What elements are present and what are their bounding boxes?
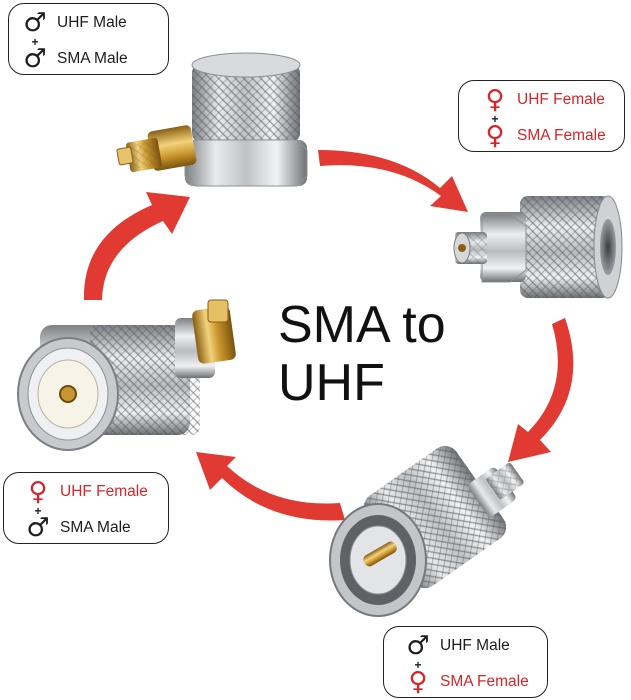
callout-uhf-male-sma-male: ♂ UHF Male + ♂ SMA Male [8,3,169,75]
callout-label: SMA Female [440,673,529,690]
callout-label: UHF Male [440,637,510,654]
callout-uhf-female-sma-male: ♀ UHF Female + ♂ SMA Male [3,472,169,544]
uhf-male-sma-male-adapter [116,52,308,187]
callout-row-1: ♀ UHF Female [481,85,605,115]
female-symbol-icon: ♀ [485,121,505,151]
curved-arrow-icon [508,318,574,462]
plus-sign: + [414,658,422,672]
curved-arrow-icon [196,452,345,521]
plus-sign: + [31,35,39,49]
page-title: SMA to UHF [278,296,446,412]
uhf-female-sma-female-adapter [453,195,623,299]
callout-uhf-female-sma-female: ♀ UHF Female + ♀ SMA Female [458,80,625,152]
callout-uhf-male-sma-female: ♂ UHF Male + ♀ SMA Female [383,626,548,698]
callout-row-2: ♂ SMA Male [24,513,131,543]
female-symbol-icon: ♀ [485,85,505,115]
callout-row-2: ♂ SMA Male [21,44,128,74]
callout-row-2: ♀ SMA Female [481,121,606,151]
plus-sign: + [34,504,42,518]
uhf-male-sma-female-adapter [329,445,525,617]
callout-label: UHF Female [517,91,605,108]
callout-label: SMA Male [60,519,131,536]
plus-sign: + [491,112,499,126]
callout-label: SMA Male [57,50,128,67]
callout-row-2: ♀ SMA Female [404,667,529,697]
female-symbol-icon: ♀ [408,667,428,697]
callout-label: UHF Male [57,14,127,31]
male-symbol-icon: ♂ [23,44,47,74]
callout-row-1: ♀ UHF Female [24,477,148,507]
title-line-1: SMA to [278,296,446,354]
uhf-female-sma-male-adapter [17,299,236,451]
callout-label: SMA Female [517,127,606,144]
callout-label: UHF Female [60,483,148,500]
callout-row-1: ♂ UHF Male [404,631,510,661]
callout-row-1: ♂ UHF Male [21,8,127,38]
title-line-2: UHF [278,354,385,412]
male-symbol-icon: ♂ [23,8,47,38]
male-symbol-icon: ♂ [406,631,430,661]
male-symbol-icon: ♂ [26,513,50,543]
curved-arrow-icon [83,192,190,300]
curved-arrow-icon [318,150,468,212]
female-symbol-icon: ♀ [28,477,48,507]
